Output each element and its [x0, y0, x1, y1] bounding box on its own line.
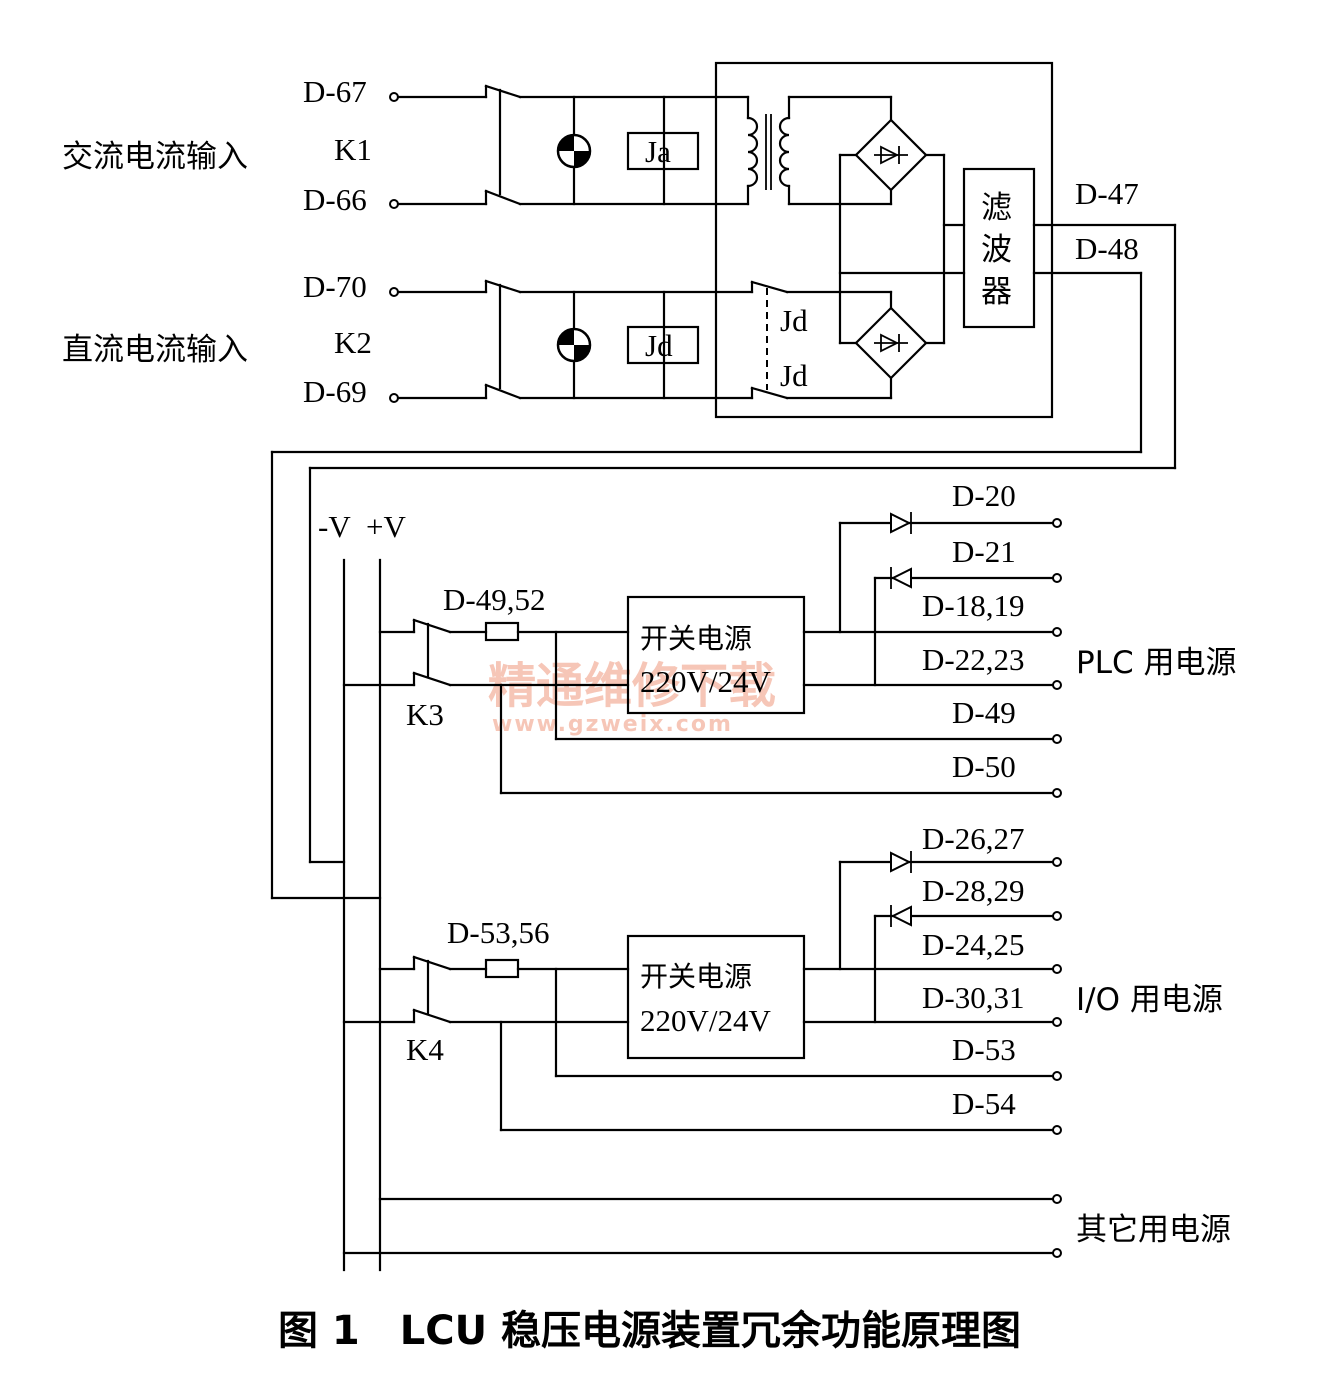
relay-jd-label: Jd: [645, 328, 673, 363]
filter-char-2: 波: [981, 232, 1012, 268]
terminal-d69: [389, 393, 399, 403]
watermark-url: www.gzweix.com: [492, 712, 733, 737]
terminal-plc-4: [1052, 680, 1062, 690]
io-group-label: I/O 用电源: [1076, 982, 1223, 1018]
terminal-label-d69: D-69: [303, 374, 367, 409]
filter-char-1: 滤: [981, 190, 1012, 226]
filter-output-d48: D-48: [1075, 231, 1139, 266]
terminal-other-neg: [1052, 1248, 1062, 1258]
ac-input-circuit: Ja: [389, 84, 893, 209]
filter-output-d47: D-47: [1075, 176, 1139, 211]
other-group-label: 其它用电源: [1076, 1212, 1231, 1248]
plc-diode-1-icon: [890, 512, 912, 534]
terminal-io-4: [1052, 1017, 1062, 1027]
ac-input-label: 交流电流输入: [62, 139, 248, 175]
filter-box: [962, 167, 1036, 329]
relay-jd-coil: [626, 325, 700, 365]
plc-output-label: D-20: [952, 478, 1016, 513]
terminal-label-d67: D-67: [303, 74, 367, 109]
relay-ja-coil: [626, 131, 700, 171]
io-diode-1-icon: [890, 851, 912, 873]
bridge-rectifier-1-icon: [854, 118, 928, 192]
terminal-d67: [389, 92, 399, 102]
plc-psu-line1: 开关电源: [640, 622, 752, 655]
k4-label: K4: [406, 1032, 444, 1067]
terminal-io-1: [1052, 857, 1062, 867]
terminal-other-pos: [1052, 1194, 1062, 1204]
plc-psu-line2: 220V/24V: [640, 664, 772, 699]
terminal-plc-3: [1052, 627, 1062, 637]
plc-psu-box: [626, 595, 806, 715]
bridge-rectifier-2-icon: [854, 306, 928, 380]
terminal-io-2: [1052, 911, 1062, 921]
plc-fuse-icon: [484, 621, 520, 642]
terminal-label-d66: D-66: [303, 182, 367, 217]
k1-label: K1: [334, 132, 372, 167]
bus-pos-label: +V: [366, 509, 406, 544]
io-output-label: D-30,31: [922, 980, 1024, 1015]
plc-output-label: D-50: [952, 749, 1016, 784]
jd-contact-label-bottom: Jd: [780, 358, 808, 393]
plc-output-label: D-49: [952, 695, 1016, 730]
bus-neg-label: -V: [318, 509, 351, 544]
terminal-io-3: [1052, 964, 1062, 974]
terminal-plc-2: [1052, 573, 1062, 583]
ac-indicator-lamp-icon: [556, 133, 592, 169]
k3-label: K3: [406, 697, 444, 732]
terminal-plc-5: [1052, 734, 1062, 744]
io-psu-line1: 开关电源: [640, 960, 752, 993]
io-diode-2-icon: [890, 905, 912, 927]
terminal-d66: [389, 199, 399, 209]
plc-power-group: [342, 512, 1058, 795]
dc-indicator-lamp-icon: [556, 327, 592, 363]
io-psu-box: [626, 934, 806, 1060]
io-fuse-icon: [484, 958, 520, 979]
terminal-label-d70: D-70: [303, 269, 367, 304]
jd-contact-label-top: Jd: [780, 303, 808, 338]
plc-output-label: D-18,19: [922, 588, 1024, 623]
filter-char-3: 器: [981, 274, 1012, 310]
k2-label: K2: [334, 325, 372, 360]
plc-output-label: D-22,23: [922, 642, 1024, 677]
terminal-plc-6: [1052, 788, 1062, 798]
plc-diode-2-icon: [890, 567, 912, 589]
terminal-plc-1: [1052, 518, 1062, 528]
terminal-io-5: [1052, 1071, 1062, 1081]
io-output-label: D-53: [952, 1032, 1016, 1067]
dc-input-circuit: Jd: [389, 279, 893, 403]
figure-caption: 图 1 LCU 稳压电源装置冗余功能原理图: [278, 1308, 1021, 1354]
io-output-label: D-26,27: [922, 821, 1024, 856]
plc-output-label: D-21: [952, 534, 1016, 569]
io-fuse-label: D-53,56: [447, 915, 549, 950]
terminal-d70: [389, 287, 399, 297]
io-output-label: D-28,29: [922, 873, 1024, 908]
transformer-primary-coil: [746, 116, 759, 188]
rectifier-module-box: [714, 61, 1054, 419]
io-psu-line2: 220V/24V: [640, 1003, 772, 1038]
transformer-secondary-coil: [778, 116, 791, 188]
relay-ja-label: Ja: [645, 134, 671, 169]
plc-group-label: PLC 用电源: [1076, 645, 1236, 681]
terminal-io-6: [1052, 1125, 1062, 1135]
plc-fuse-label: D-49,52: [443, 582, 545, 617]
io-power-group: [342, 851, 1058, 1132]
io-output-label: D-24,25: [922, 927, 1024, 962]
io-output-label: D-54: [952, 1086, 1016, 1121]
dc-input-label: 直流电流输入: [62, 332, 248, 368]
